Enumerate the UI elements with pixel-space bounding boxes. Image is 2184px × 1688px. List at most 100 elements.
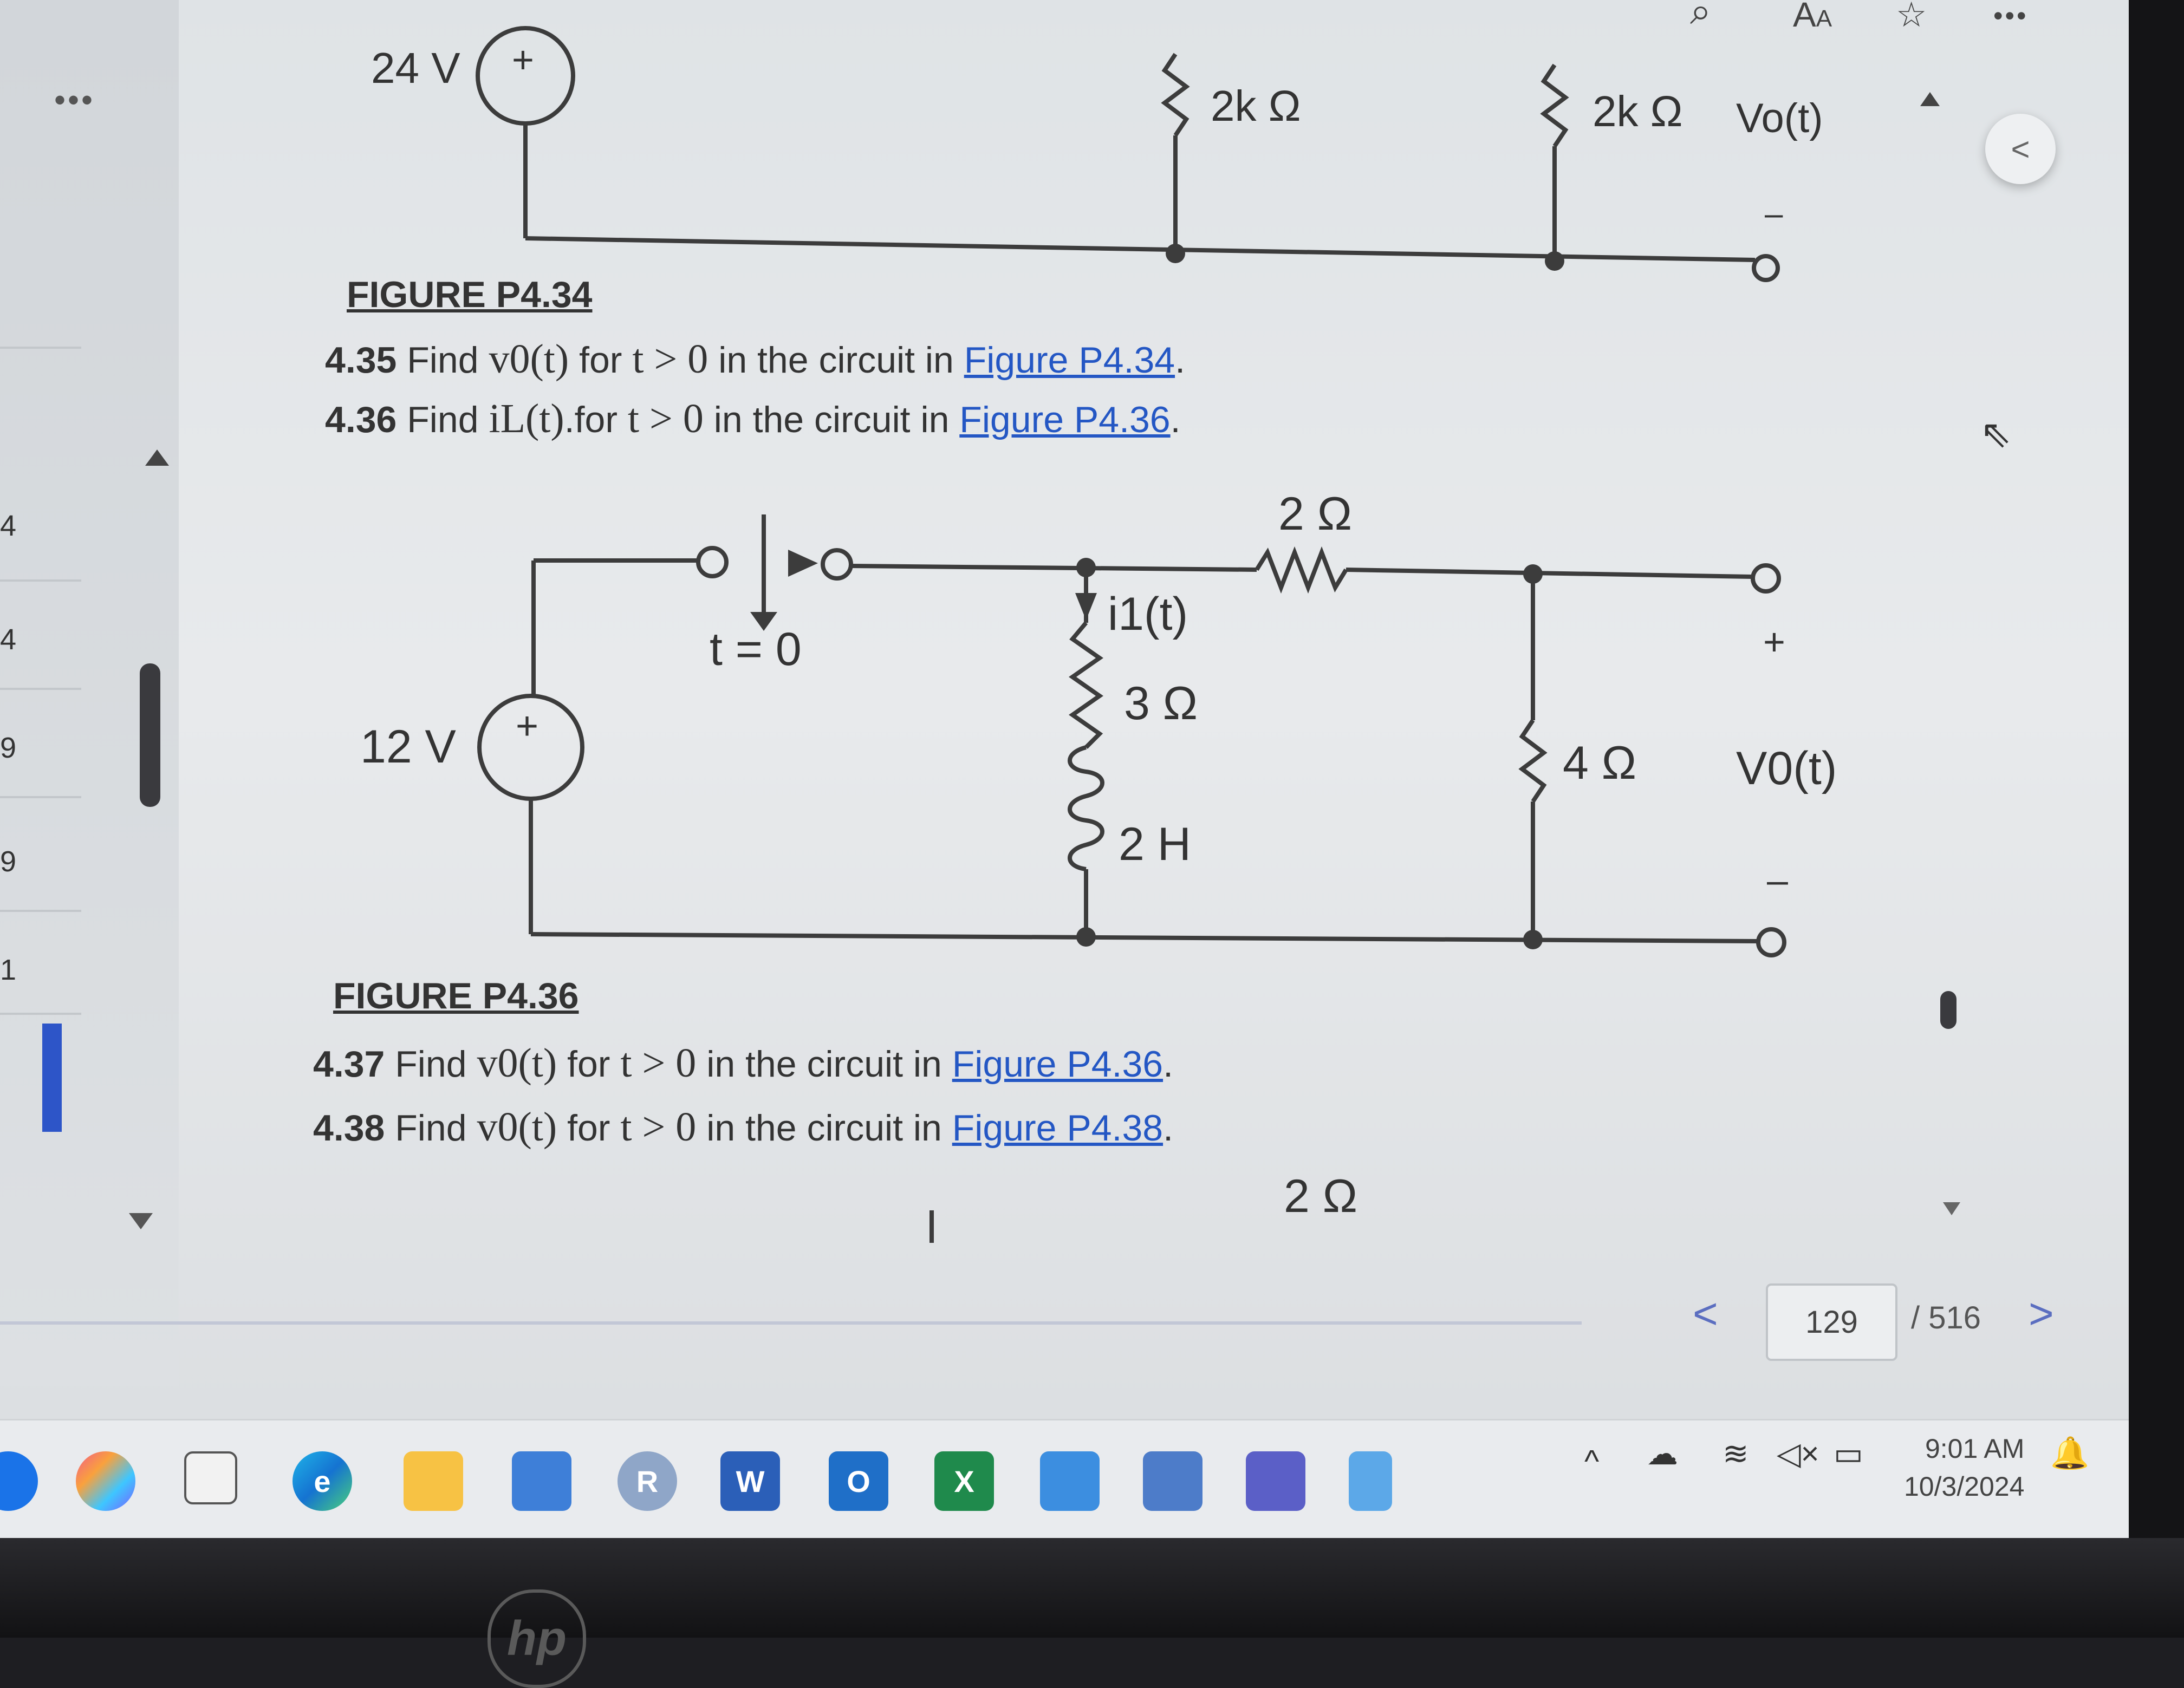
circuit-figures (476, 26, 1786, 1243)
page-scroll-up-icon[interactable] (1920, 92, 1940, 106)
problem-4-36: 4.36 Find iL(t).for t > 0 in the circuit… (325, 395, 1181, 442)
problem-number: 4.36 (325, 399, 397, 440)
output-minus-sign: – (1765, 195, 1783, 232)
page-scrollbar-thumb[interactable] (1940, 991, 1956, 1029)
read-aloud-icon[interactable]: AA (1793, 0, 1832, 34)
outlook-icon[interactable]: O (829, 1451, 888, 1511)
thumb-page-number[interactable]: 9 (0, 732, 17, 764)
problem-text: Find (395, 1107, 477, 1149)
problem-text: Find (407, 399, 489, 440)
more-dots-icon[interactable]: ••• (1993, 1, 2029, 31)
thumb-divider (0, 910, 81, 912)
resistor-4-ohm (1518, 719, 1548, 803)
onedrive-icon[interactable]: ☁ (1647, 1436, 1678, 1471)
figure-link[interactable]: Figure P4.36 (952, 1044, 1164, 1085)
resistor-label: 2k Ω (1592, 87, 1683, 135)
source-12v-label: 12 V (360, 721, 456, 773)
add-favorites-icon[interactable]: ☆ (1896, 0, 1927, 34)
monitor-bezel-bottom (0, 1538, 2184, 1638)
thumb-divider (0, 1013, 81, 1015)
page-total: / 516 (1911, 1300, 1981, 1335)
resistor-2k-2 (1540, 63, 1569, 148)
problem-text: in the circuit in (703, 399, 960, 440)
previous-page-button[interactable]: < (1693, 1289, 1718, 1338)
r-app-icon[interactable]: R (618, 1451, 677, 1511)
series-resistor-label: 2 Ω (1278, 488, 1353, 540)
page-number-input[interactable]: 129 (1766, 1283, 1897, 1361)
copilot-icon[interactable] (76, 1451, 135, 1511)
thumb-page-number[interactable]: 4 (0, 623, 17, 656)
period: . (1163, 1044, 1173, 1085)
problem-text: Find (395, 1044, 477, 1085)
search-icon[interactable]: ⌕ (1690, 0, 1712, 32)
store-icon[interactable] (1040, 1451, 1100, 1511)
resistor-2-ohm (1254, 546, 1348, 594)
next-figure-resistor-label: 2 Ω (1284, 1170, 1358, 1222)
word-icon[interactable]: W (720, 1451, 780, 1511)
file-explorer-icon[interactable] (404, 1451, 463, 1511)
wifi-icon[interactable]: ≋ (1722, 1436, 1749, 1471)
volume-muted-icon[interactable]: ◁× (1777, 1436, 1819, 1471)
figure-link[interactable]: Figure P4.38 (952, 1107, 1164, 1149)
output-terminal-minus (1756, 927, 1786, 957)
next-page-button[interactable]: > (2029, 1289, 2054, 1338)
page-number-value: 129 (1805, 1305, 1858, 1340)
problem-text: for (557, 1107, 621, 1149)
more-dots-icon[interactable]: ••• (54, 82, 95, 118)
current-arrow-icon (1075, 593, 1097, 620)
edge-icon[interactable]: e (292, 1451, 352, 1511)
figure-link[interactable]: Figure P4.34 (964, 340, 1175, 381)
excel-icon[interactable]: X (934, 1451, 994, 1511)
problem-text: in the circuit in (696, 1044, 952, 1085)
source-24v-label: 24 V (371, 44, 460, 92)
task-view-icon[interactable] (184, 1451, 237, 1504)
chevron-left-icon: < (2011, 131, 2030, 167)
period: . (1163, 1107, 1173, 1149)
output-terminal (1752, 254, 1780, 282)
thumb-page-number[interactable]: 9 (0, 845, 17, 878)
thumbnail-scrollbar-thumb[interactable] (140, 663, 160, 807)
hp-logo-text: hp (507, 1611, 567, 1666)
source-plus-sign: + (512, 38, 534, 81)
screen: 4 4 9 9 1 ••• (0, 0, 2129, 1538)
figure-caption: FIGURE P4.36 (333, 975, 579, 1016)
load-resistor-label: 4 Ω (1563, 737, 1637, 789)
figure-link[interactable]: Figure P4.36 (959, 399, 1171, 440)
scroll-down-arrow-icon[interactable] (129, 1213, 153, 1229)
hp-logo: hp (487, 1589, 586, 1688)
problem-text: for (569, 340, 633, 381)
math-cond: t > 0 (620, 1040, 697, 1086)
teams-icon[interactable] (1246, 1451, 1305, 1511)
thumb-divider (0, 347, 81, 349)
collapse-panel-button[interactable]: < (1985, 114, 2056, 184)
monitor-bezel-right (2129, 0, 2184, 1538)
problem-text: in the circuit in (708, 340, 964, 381)
thumb-page-number[interactable]: 1 (0, 954, 17, 986)
math-cond: t > 0 (632, 336, 708, 382)
clock-date: 10/3/2024 (1904, 1471, 2025, 1502)
period: . (1175, 340, 1185, 381)
clock[interactable]: 9:01 AM 10/3/2024 (1904, 1430, 2024, 1505)
page-scroll-down-icon[interactable] (1943, 1202, 1960, 1215)
inductor-2h (1068, 745, 1104, 871)
thumb-divider (0, 796, 81, 798)
remote-desktop-icon[interactable] (1143, 1451, 1202, 1511)
output-terminal-plus (1751, 563, 1781, 594)
switch-terminal-left (696, 546, 729, 578)
scroll-up-arrow-icon[interactable] (145, 449, 169, 466)
thumb-page-number[interactable]: 4 (0, 510, 17, 542)
output-plus-sign: + (1763, 621, 1785, 663)
math-expr: v0(t) (477, 1040, 557, 1086)
output-voltage-label: Vo(t) (1736, 95, 1823, 141)
notepad-icon[interactable] (1349, 1451, 1392, 1511)
resistor-2k-1 (1161, 53, 1190, 137)
calendar-icon[interactable] (512, 1451, 571, 1511)
horizontal-scrollbar[interactable] (0, 1321, 1582, 1325)
battery-icon[interactable]: ▭ (1834, 1436, 1863, 1471)
resistor-3-ohm (1069, 621, 1103, 749)
selected-thumb-indicator (42, 1024, 62, 1132)
tray-overflow-chevron-icon[interactable]: ^ (1584, 1444, 1600, 1479)
notification-bell-icon[interactable]: 🔔 (2050, 1436, 2090, 1471)
switch-down-arrow-icon (750, 612, 777, 631)
math-cond: t > 0 (627, 396, 704, 441)
